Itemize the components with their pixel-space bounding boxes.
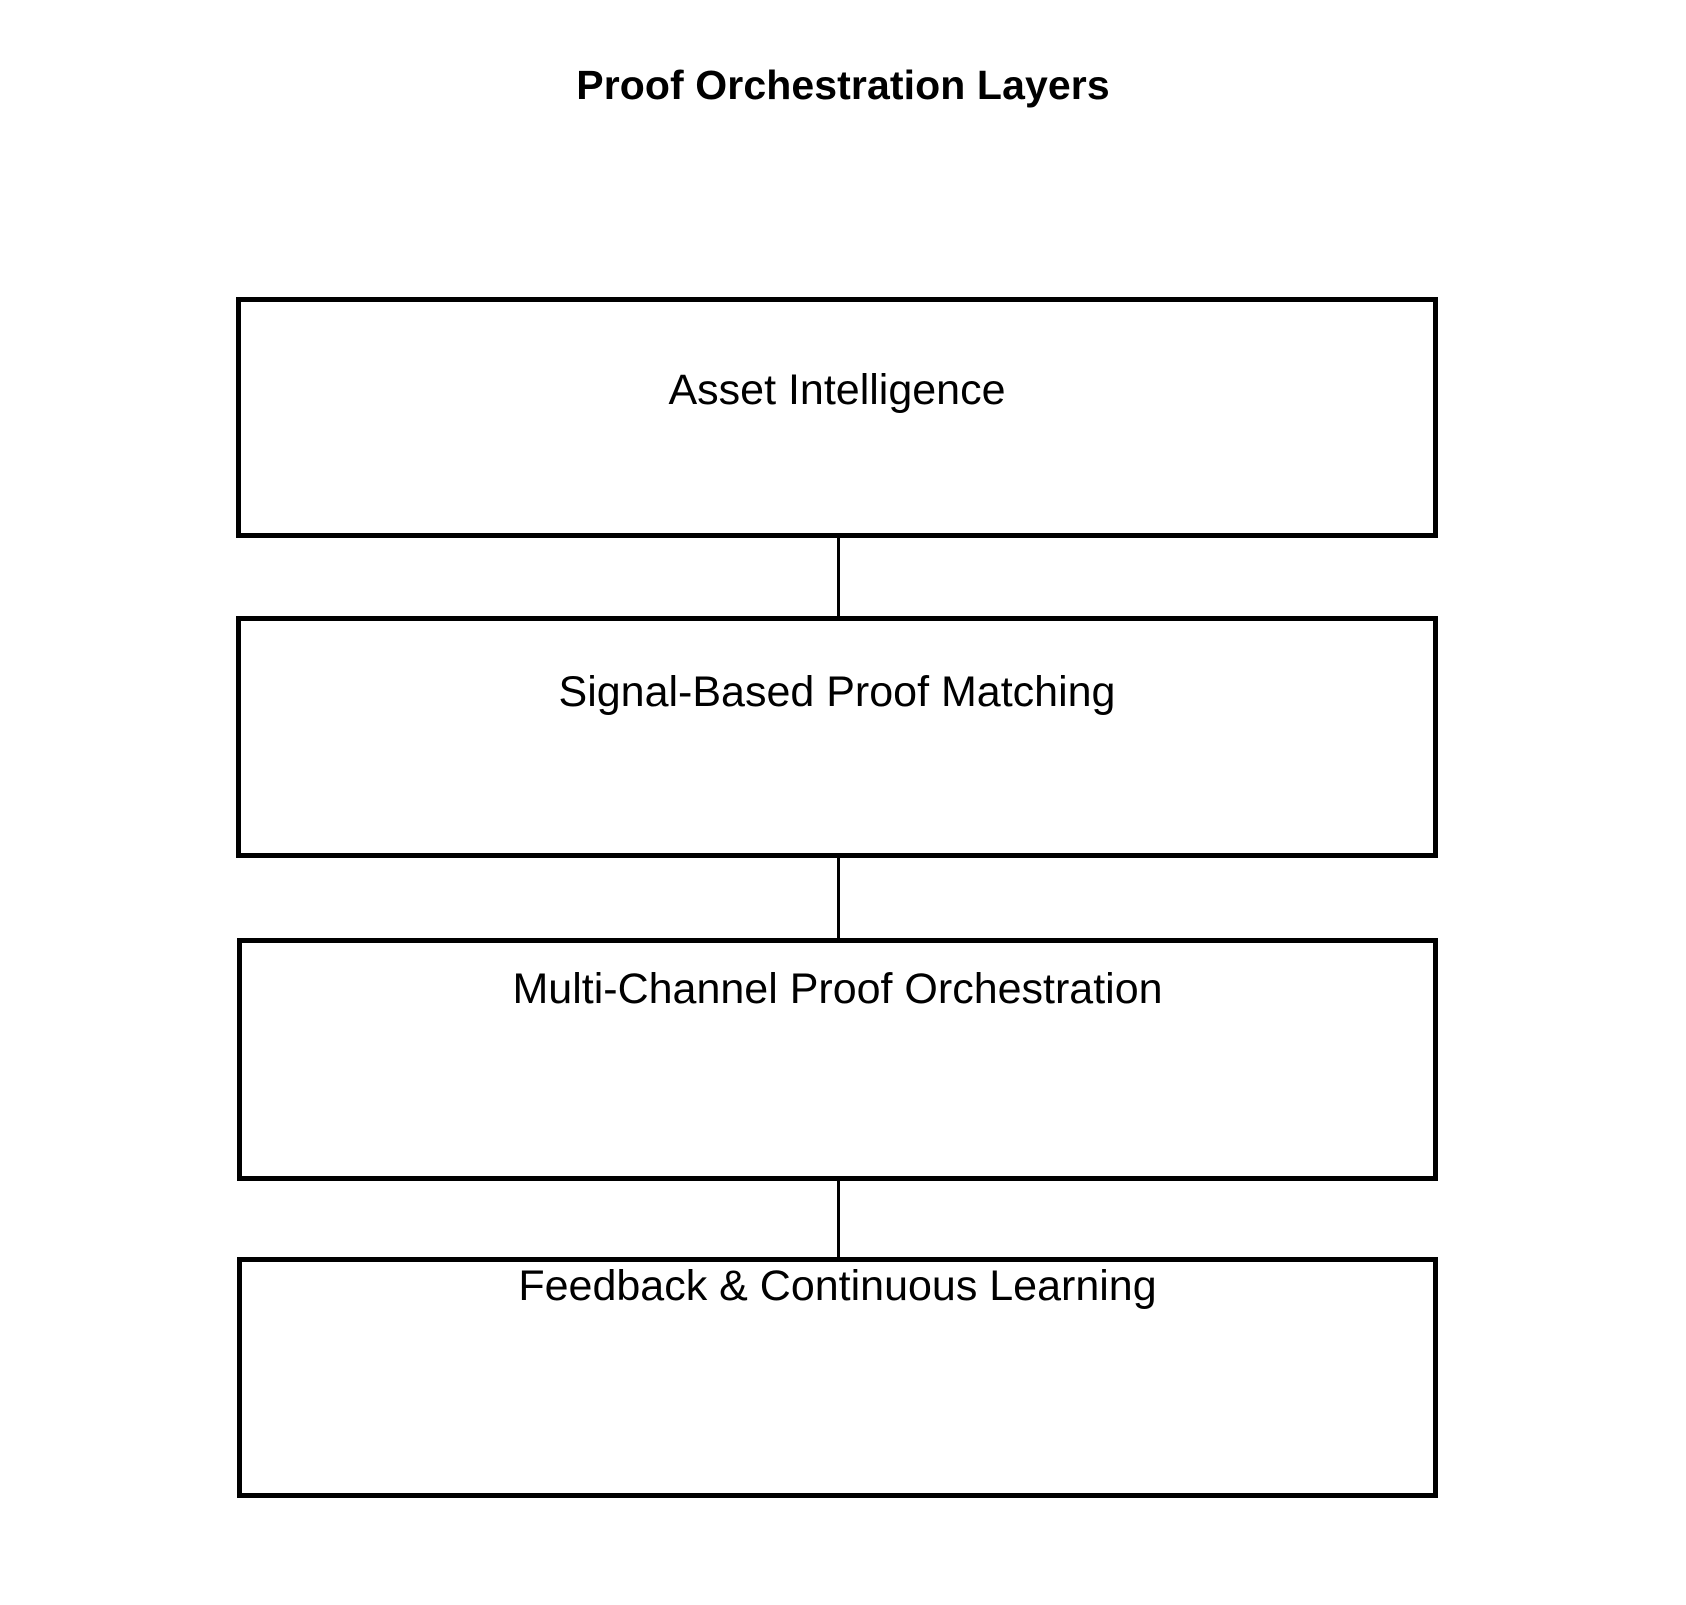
connector-line-2 (837, 857, 840, 939)
connector-line-1 (837, 537, 840, 617)
layer-label: Asset Intelligence (668, 366, 1006, 414)
page-title: Proof Orchestration Layers (576, 62, 1110, 108)
layer-label: Multi-Channel Proof Orchestration (512, 965, 1163, 1013)
layer-label: Feedback & Continuous Learning (518, 1262, 1157, 1310)
layer-box-asset-intelligence[interactable]: Asset Intelligence (236, 297, 1438, 538)
layer-box-signal-based-proof-matching[interactable]: Signal-Based Proof Matching (236, 616, 1438, 858)
layer-box-feedback-continuous-learning[interactable]: Feedback & Continuous Learning (237, 1257, 1438, 1498)
connector-line-3 (837, 1180, 840, 1258)
layer-label: Signal-Based Proof Matching (558, 668, 1116, 716)
layer-box-multi-channel-proof-orchestration[interactable]: Multi-Channel Proof Orchestration (237, 938, 1438, 1181)
